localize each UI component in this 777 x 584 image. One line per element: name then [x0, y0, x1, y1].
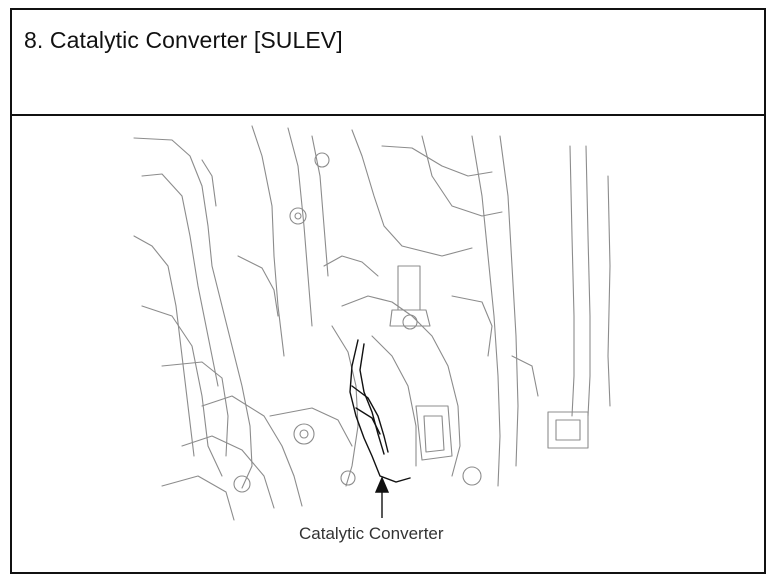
arrow-head [374, 476, 390, 493]
engine-illustration [133, 125, 611, 521]
title-cell: 8. Catalytic Converter [SULEV] [12, 10, 764, 116]
page-title: 8. Catalytic Converter [SULEV] [24, 27, 343, 53]
document-frame: 8. Catalytic Converter [SULEV] [10, 8, 766, 574]
figure-cell: Catalytic Converter [12, 116, 764, 572]
catalytic-converter-label: Catalytic Converter [299, 524, 444, 543]
